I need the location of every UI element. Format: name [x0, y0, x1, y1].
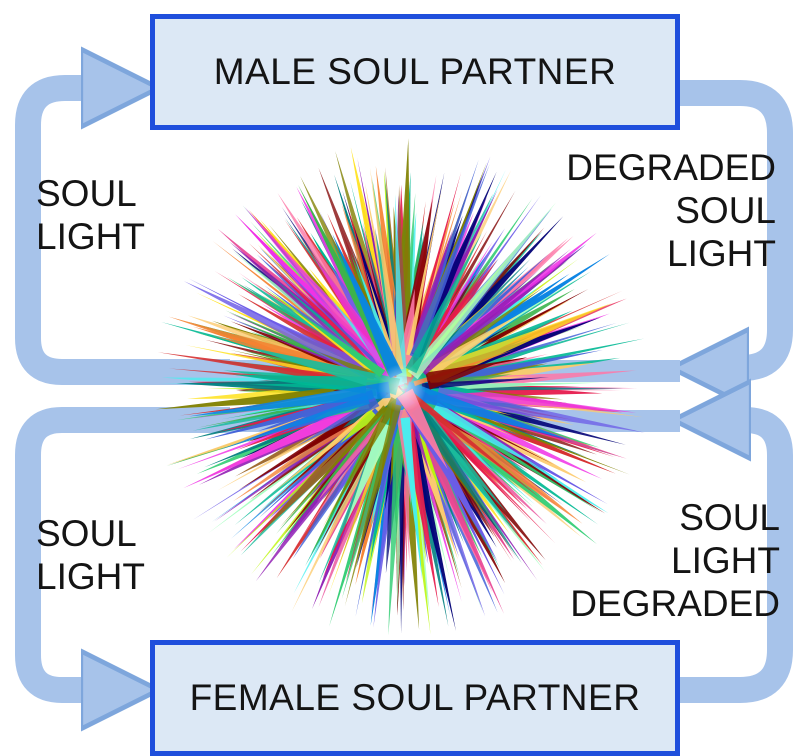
male-soul-partner-box: MALE SOUL PARTNER: [150, 14, 680, 130]
label-line: LIGHT: [566, 232, 776, 275]
female-soul-partner-label: FEMALE SOUL PARTNER: [190, 677, 641, 719]
label-line: DEGRADED: [570, 582, 780, 625]
label-line: DEGRADED: [566, 146, 776, 189]
label-line: SOUL: [36, 512, 145, 555]
label-line: LIGHT: [570, 539, 780, 582]
starburst-core: [342, 328, 462, 448]
label-line: LIGHT: [36, 215, 145, 258]
female-soul-partner-box: FEMALE SOUL PARTNER: [150, 640, 680, 756]
label-soul-light-top-left: SOUL LIGHT: [36, 172, 145, 258]
label-line: SOUL: [566, 189, 776, 232]
label-line: LIGHT: [36, 555, 145, 598]
male-soul-partner-label: MALE SOUL PARTNER: [214, 51, 617, 93]
label-soul-light-bottom-left: SOUL LIGHT: [36, 512, 145, 598]
label-line: SOUL: [570, 496, 780, 539]
label-line: SOUL: [36, 172, 145, 215]
label-degraded-soul-light-top-right: DEGRADED SOUL LIGHT: [566, 146, 776, 275]
label-soul-light-degraded-bottom-right: SOUL LIGHT DEGRADED: [570, 496, 780, 625]
